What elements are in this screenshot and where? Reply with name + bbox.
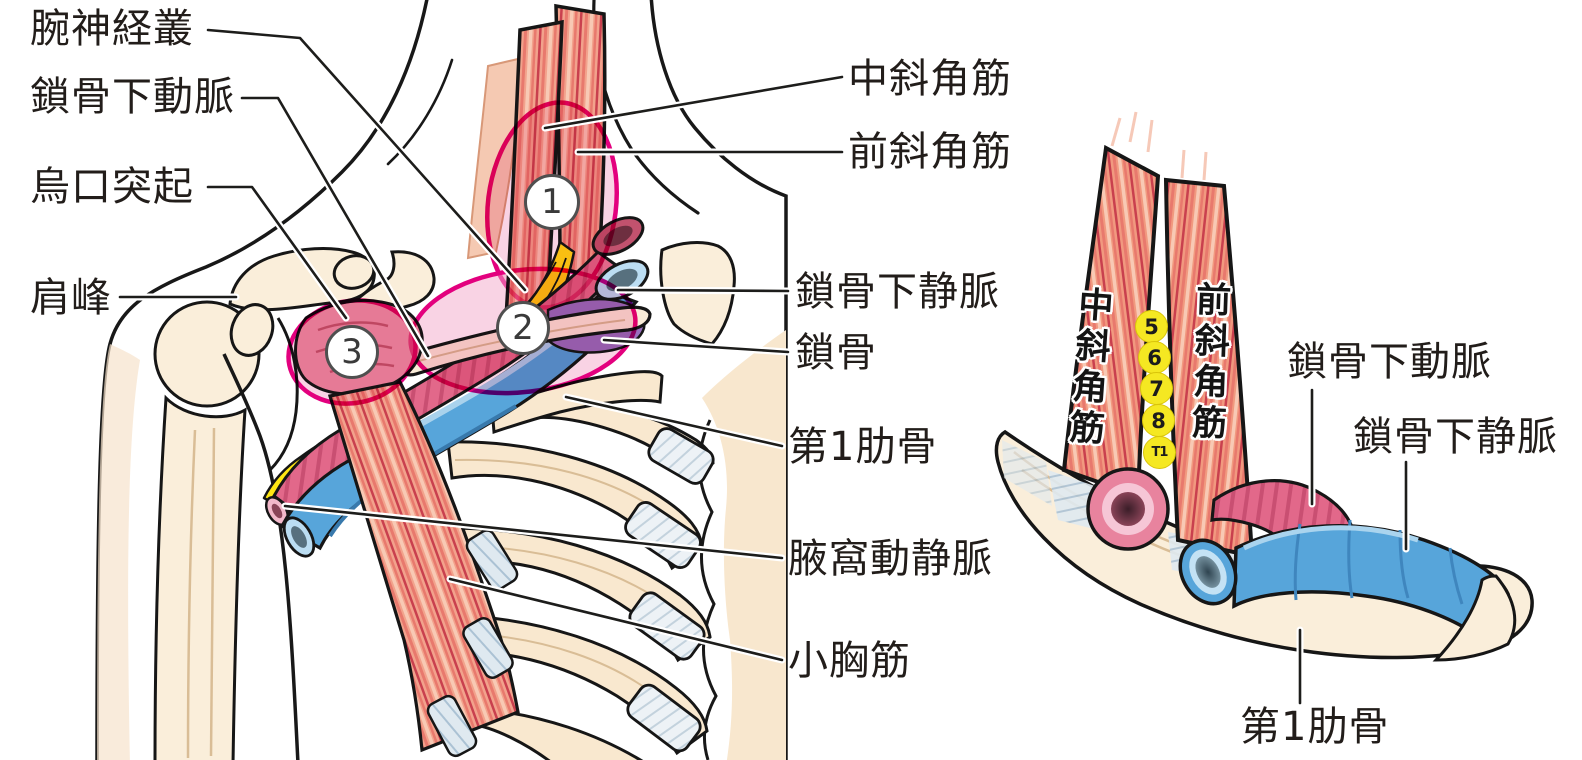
label-acromion: 肩峰 xyxy=(30,275,112,321)
label-subclavian-vein: 鎖骨下静脈 xyxy=(795,269,1000,315)
nerve-root-badge-t1: T1 xyxy=(1143,436,1176,469)
left-figure-shoulder-overview xyxy=(95,0,788,760)
label-anterior-scalene: 前斜角筋 xyxy=(848,129,1012,175)
label-pectoralis-minor: 小胸筋 xyxy=(788,638,911,684)
pectoralis-minor-fan xyxy=(327,380,520,753)
vein-highlight-detail xyxy=(1242,525,1419,551)
label-clavicle: 鎖骨 xyxy=(795,330,877,376)
arm-shading xyxy=(97,344,140,760)
compression-site-badge-2: 2 xyxy=(496,301,550,355)
label-middle-scalene-detail: 中斜角筋 xyxy=(1062,284,1114,452)
shoulder-bones xyxy=(153,247,436,760)
compression-site-badge-3: 3 xyxy=(325,325,379,379)
nerve-root-badge-c7: 7 xyxy=(1140,372,1173,405)
pec-tendon-caps xyxy=(426,529,519,758)
rib-cartilage-caps xyxy=(624,427,715,753)
label-subclavian-artery: 鎖骨下動脈 xyxy=(30,74,235,120)
rib-tip-front-rim xyxy=(1432,574,1517,662)
neck-muscle-line xyxy=(386,58,454,166)
label-subclavian-vein-detail: 鎖骨下静脈 xyxy=(1353,414,1558,460)
leader-brachial-plexus xyxy=(206,28,527,292)
label-first-rib: 第1肋骨 xyxy=(788,424,938,470)
nerve-root-badge-c8: 8 xyxy=(1142,404,1175,437)
humerus-shaft xyxy=(153,394,247,760)
compression-site-badge-1: 1 xyxy=(524,174,580,230)
artery-cut-lumen xyxy=(1111,492,1145,526)
leader-first-rib xyxy=(564,395,784,448)
muscle-top-wisps xyxy=(1110,111,1208,181)
label-first-rib-detail: 第1肋骨 xyxy=(1240,704,1390,750)
label-coracoid-process: 烏口突起 xyxy=(30,164,194,210)
costal-margin-wave xyxy=(698,419,718,760)
vein-cut-end-detail xyxy=(1178,538,1238,606)
nerve-root-badge-c6: 6 xyxy=(1138,341,1171,374)
vein-cut-axilla-hole xyxy=(291,526,307,548)
label-axillary-vessels: 腋窩動静脈 xyxy=(788,536,993,582)
leader-subclavian-vein xyxy=(616,288,790,293)
leader-subclavian-artery xyxy=(240,96,430,358)
leader-middle-scalene xyxy=(543,75,844,130)
nerve-root-badge-c5: 5 xyxy=(1135,310,1168,343)
leader-axillary-vessels xyxy=(283,504,784,560)
arm-inner-line xyxy=(222,353,300,760)
label-brachial-plexus: 腕神経叢 xyxy=(30,6,194,52)
label-subclavian-artery-detail: 鎖骨下動脈 xyxy=(1287,339,1492,385)
artery-cut-axilla-hole xyxy=(271,503,283,519)
label-middle-scalene: 中斜角筋 xyxy=(848,56,1012,102)
leader-lines xyxy=(116,26,1410,707)
right-figure-scalene-detail xyxy=(994,111,1534,662)
leader-pectoralis-minor xyxy=(448,577,784,662)
label-anterior-scalene-detail: 前斜角筋 xyxy=(1185,280,1231,446)
leader-clavicle xyxy=(602,338,790,354)
leader-coracoid xyxy=(206,185,348,320)
bone-detail-lines xyxy=(186,427,216,759)
